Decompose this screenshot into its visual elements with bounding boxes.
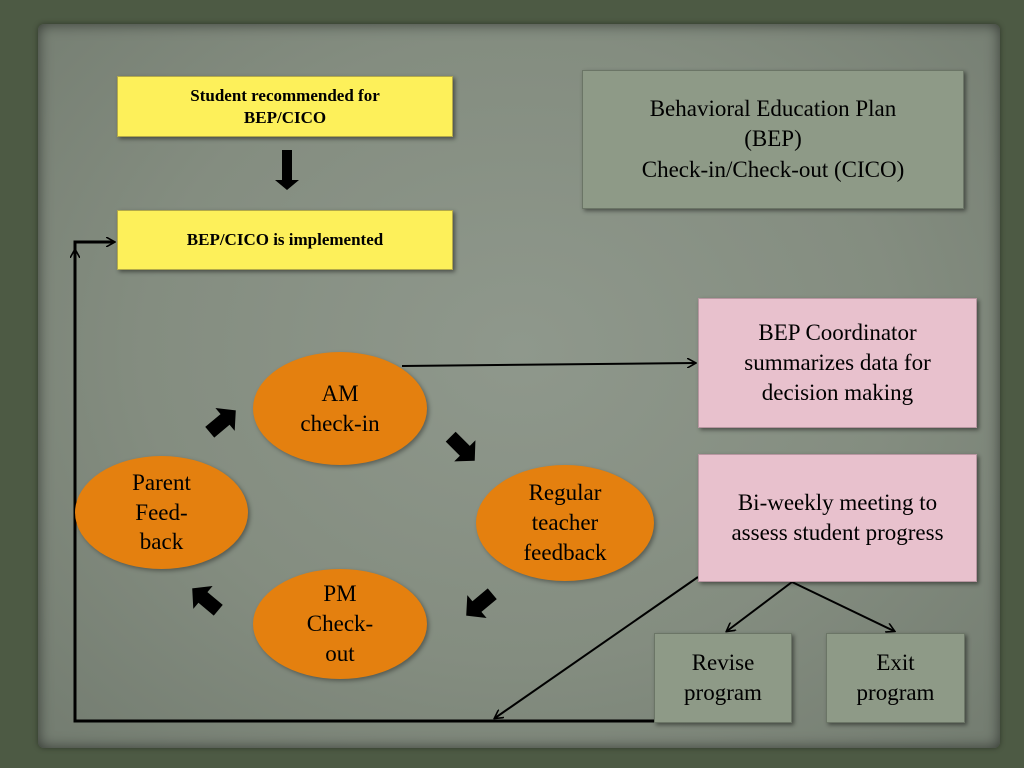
node-bep-implemented: BEP/CICO is implemented [117,210,453,270]
node-revise-program: Revise program [654,633,792,723]
node-regular-teacher-feedback: Regular teacher feedback [476,465,654,581]
cycle-arrow-regular-to-pm [466,588,497,619]
node-biweekly-meeting: Bi-weekly meeting to assess student prog… [698,454,977,582]
arrow-biweekly-to-revise [727,581,793,631]
node-student-recommended: Student recommended for BEP/CICO [117,76,453,137]
node-bep-coordinator: BEP Coordinator summarizes data for deci… [698,298,977,428]
node-pm-checkout: PM Check- out [253,569,427,679]
node-exit-program: Exit program [826,633,965,723]
cycle-arrow-pm-to-parent [192,585,223,616]
cycle-arrow-parent-to-am [205,407,236,438]
cycle-arrow-am-to-regular [445,431,476,462]
title-box: Behavioral Education Plan (BEP) Check-in… [582,70,964,209]
arrow-biweekly-to-exit [791,581,894,631]
arrow-recommended-to-implemented [275,150,299,190]
node-am-checkin: AM check-in [253,352,427,465]
arrow-am-to-coordinator [401,363,695,366]
arrow-biweekly-to-loop [495,576,699,718]
node-parent-feedback: Parent Feed- back [75,456,248,569]
